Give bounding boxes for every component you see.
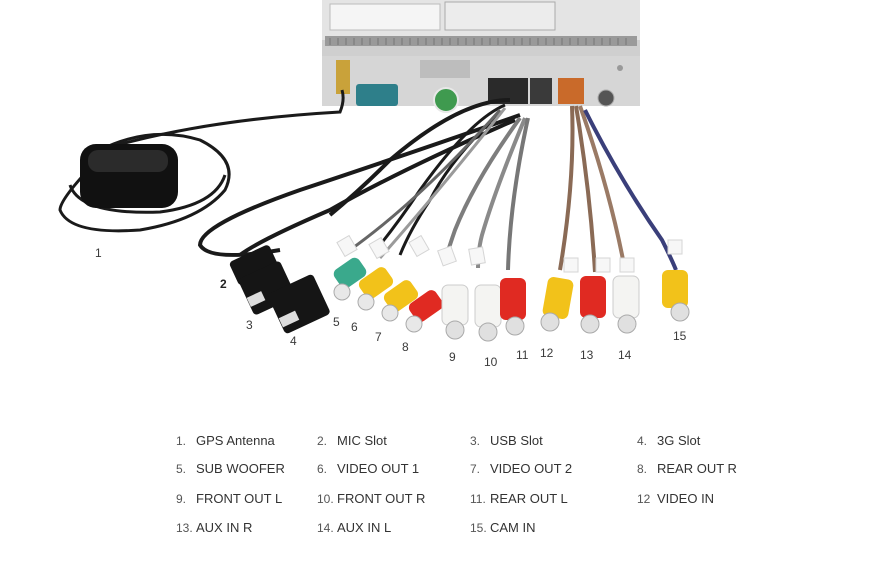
callout-2: 2 [220,277,227,291]
legend-item: 5.SUB WOOFER [176,461,285,476]
rca-plug-icon [333,257,690,342]
legend-item: 11.REAR OUT L [470,491,568,506]
callout-7: 7 [375,330,382,344]
legend-item: 3.USB Slot [470,433,543,448]
connector-block-icon [356,84,398,106]
legend-item: 9.FRONT OUT L [176,491,283,506]
legend-item: 13.AUX IN R [176,520,253,535]
callout-4: 4 [290,334,297,348]
callout-10: 10 [484,355,498,369]
callout-8: 8 [402,340,409,354]
legend-item: 4.3G Slot [637,433,701,448]
gps-antenna-icon [58,89,345,233]
callout-1: 1 [95,246,102,260]
legend-item: 10.FRONT OUT R [317,491,426,506]
legend-item: 7.VIDEO OUT 2 [470,461,573,476]
callout-14: 14 [618,348,632,362]
callout-11: 11 [516,348,529,362]
usb-connector-icon [229,245,330,334]
legend-item: 8.REAR OUT R [637,461,737,476]
head-unit-icon [322,0,640,107]
callout-3: 3 [246,318,253,332]
wiring-harness-photo [58,0,690,342]
legend-item: 14.AUX IN L [317,520,392,535]
legend-item: 1.GPS Antenna [176,433,275,448]
callout-5: 5 [333,315,340,329]
callout-13: 13 [580,348,594,362]
callout-6: 6 [351,320,358,334]
legend-item: 15.CAM IN [470,520,536,535]
callout-12: 12 [540,346,554,360]
legend-item: 2.MIC Slot [317,433,387,448]
callout-15: 15 [673,329,687,343]
legend-item: 6.VIDEO OUT 1 [317,461,420,476]
gps-jack-icon [336,60,350,94]
callout-9: 9 [449,350,456,364]
